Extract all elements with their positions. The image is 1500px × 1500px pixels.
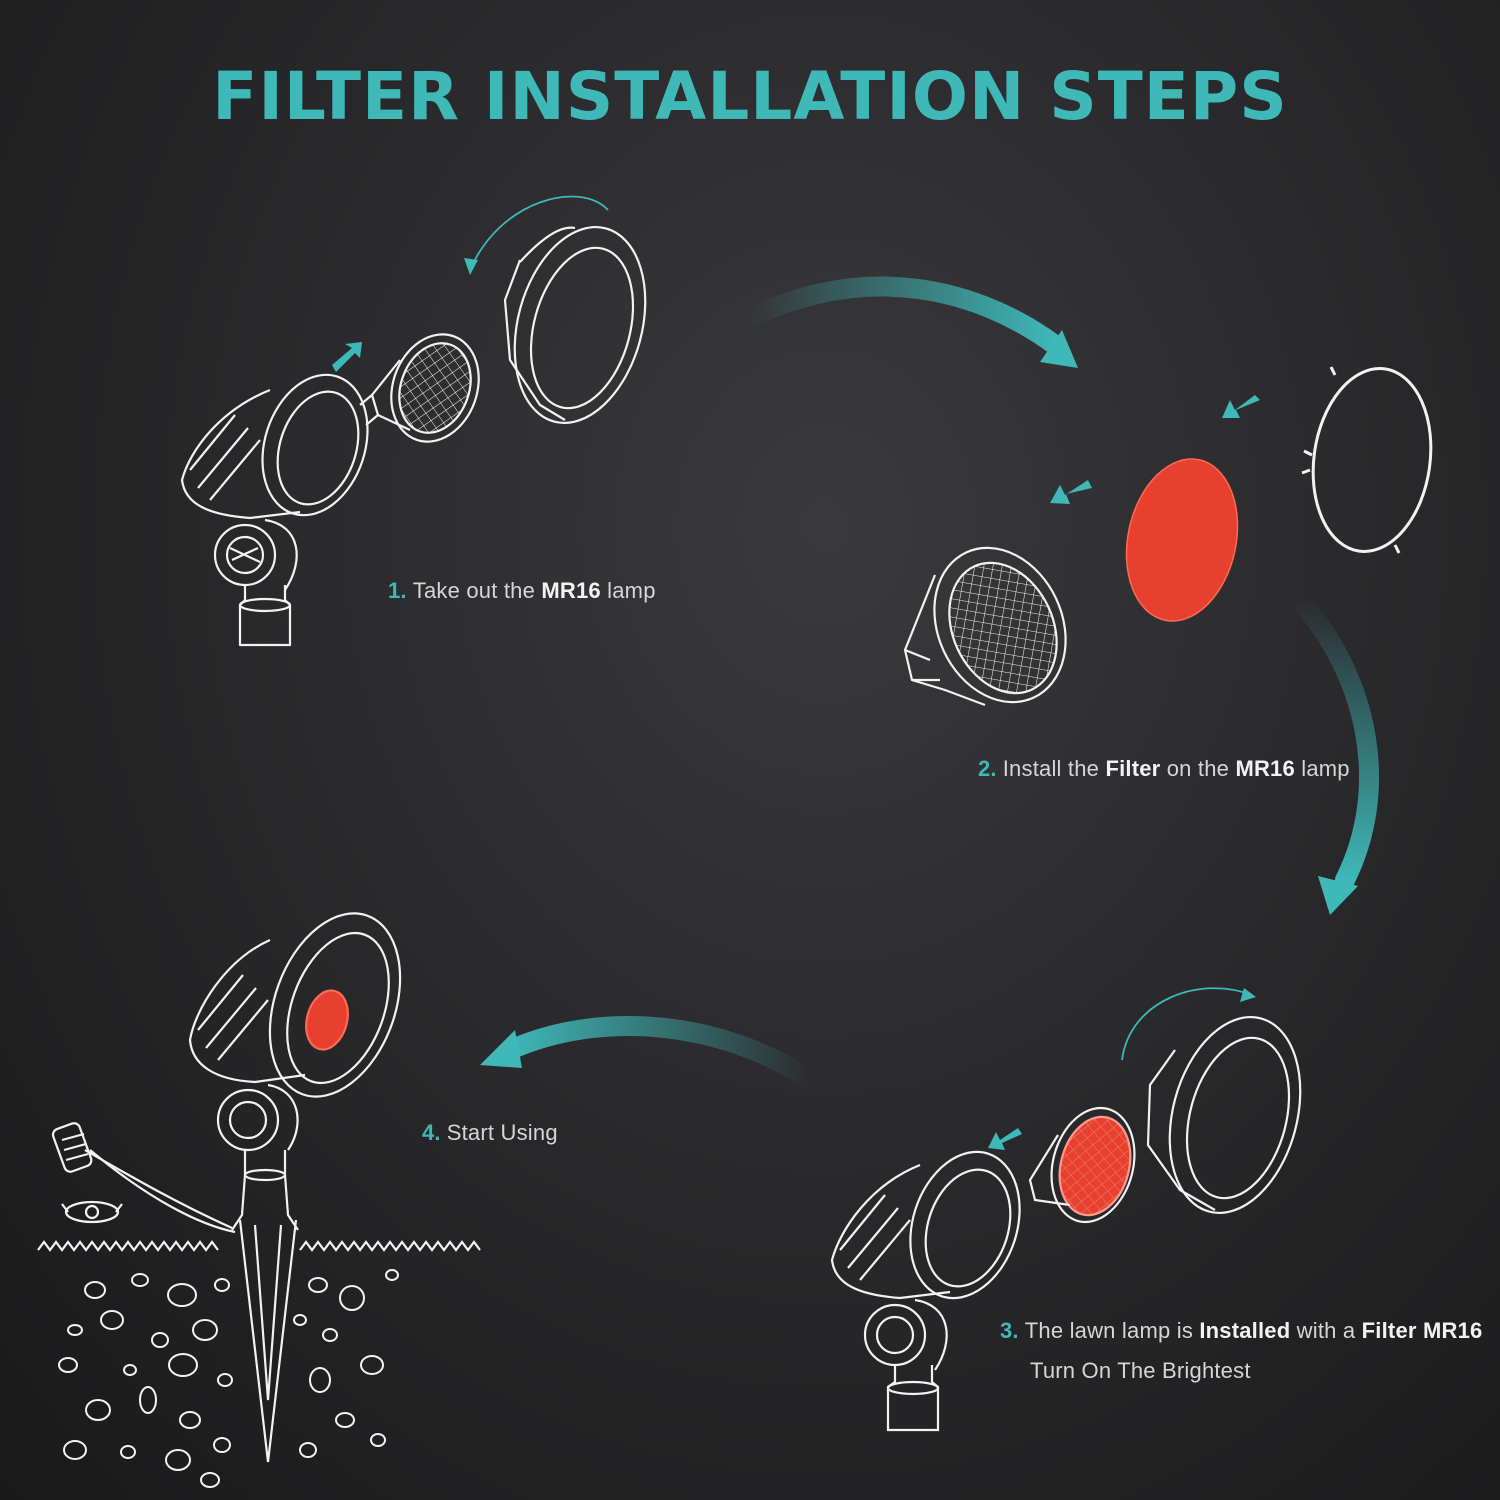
step4-caption: 4.Start Using	[422, 1120, 558, 1145]
flow-arrow-1-to-2	[740, 276, 1078, 368]
step4-illustration	[37, 912, 481, 1488]
step2-caption: 2.Install the Filter on the MR16 lamp	[978, 756, 1350, 781]
page-title: FILTER INSTALLATION STEPS	[212, 58, 1288, 135]
step1-illustration	[180, 195, 647, 647]
step3-number: 3.	[1000, 1318, 1019, 1343]
step3-caption: 3.The lawn lamp is Installed with a Filt…	[1000, 1318, 1483, 1383]
step2-illustration	[903, 366, 1433, 707]
step4-number: 4.	[422, 1120, 441, 1145]
step1-caption: 1.Take out the MR16 lamp	[388, 578, 656, 603]
red-filter-disc	[1125, 458, 1239, 622]
step1-number: 1.	[388, 578, 407, 603]
step2-number: 2.	[978, 756, 997, 781]
flow-arrow-3-to-4	[480, 1016, 820, 1090]
installed-red-filter	[305, 989, 349, 1051]
step3-illustration	[830, 987, 1302, 1432]
step3-subcaption: Turn On The Brightest	[1030, 1358, 1251, 1383]
flow-arrow-2-to-3	[1290, 590, 1379, 915]
